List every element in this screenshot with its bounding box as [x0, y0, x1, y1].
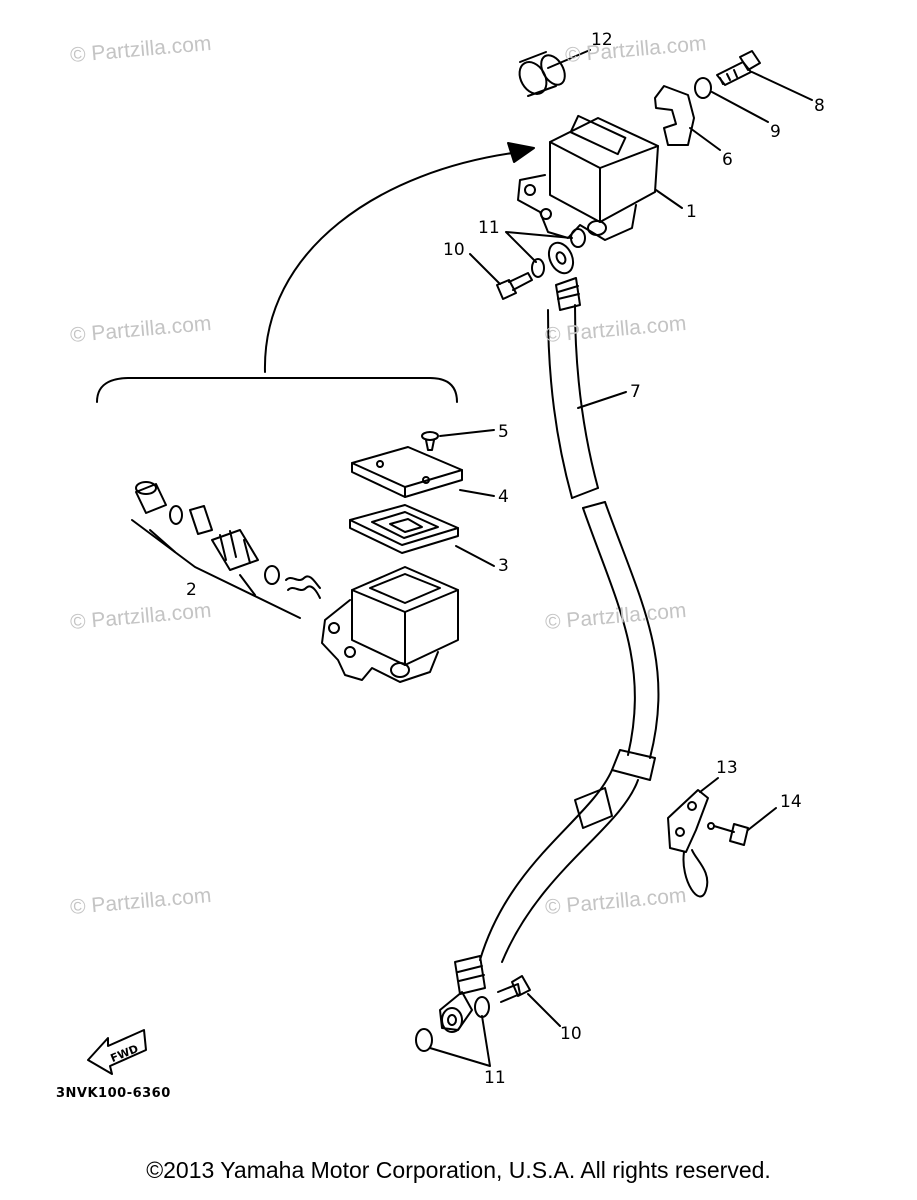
- banjo-bolt-lower-part-10: [497, 975, 531, 1003]
- callout-14: 14: [780, 792, 802, 812]
- callout-1: 1: [686, 202, 697, 222]
- exploded-view-arrowhead: [507, 142, 535, 163]
- copyright-notice: ©2013 Yamaha Motor Corporation, U.S.A. A…: [146, 1157, 771, 1183]
- banjo-fitting-upper: [547, 241, 575, 275]
- piston-kit-part-2: [131, 481, 321, 619]
- callout-11-upper: 11: [478, 218, 500, 238]
- washer-upper-b-part-11: [570, 228, 586, 248]
- fwd-arrow-icon: [87, 1029, 147, 1075]
- callout-5: 5: [498, 422, 509, 442]
- bolt-part-8: [716, 50, 761, 86]
- exploded-view-bracket: [96, 377, 458, 403]
- callout-8: 8: [814, 96, 825, 116]
- washer-part-9: [694, 77, 712, 99]
- leader-11a: [505, 231, 573, 263]
- leader-9: [711, 91, 769, 123]
- leader-4: [459, 489, 495, 497]
- banjo-bolt-upper-part-10: [496, 272, 533, 300]
- washer-lower-a-part-11: [415, 1028, 433, 1052]
- holder-part-6: [654, 85, 695, 146]
- callout-11-lower: 11: [484, 1068, 506, 1088]
- callout-13: 13: [716, 758, 738, 778]
- screw-part-5: [421, 431, 439, 451]
- hose-guide-part-13: [667, 789, 709, 898]
- callout-2: 2: [186, 580, 197, 600]
- leader-10b: [527, 993, 561, 1027]
- callout-10-upper: 10: [443, 240, 465, 260]
- master-cylinder-part-1: [517, 114, 659, 241]
- leader-13: [699, 777, 719, 793]
- washer-lower-b-part-11: [474, 996, 490, 1018]
- callout-3: 3: [498, 556, 509, 576]
- exploded-view-arrow: [263, 151, 521, 373]
- brake-hose-part-7: [454, 277, 660, 995]
- leader-6: [689, 127, 721, 151]
- leader-5: [439, 429, 495, 437]
- diagram-code: 3NVK100-6360: [56, 1086, 171, 1101]
- leader-14: [747, 807, 777, 831]
- diaphragm-part-3: [349, 504, 459, 554]
- bolt-part-14: [707, 822, 749, 846]
- callout-10-lower: 10: [560, 1024, 582, 1044]
- leader-3: [455, 545, 495, 567]
- leader-7: [577, 391, 627, 409]
- reservoir-cap-part-4: [351, 446, 463, 498]
- master-cylinder-body: [321, 566, 459, 683]
- leader-12: [547, 49, 591, 69]
- leader-8: [751, 71, 813, 101]
- callout-12: 12: [591, 30, 613, 50]
- washer-upper-a-part-11: [531, 258, 545, 278]
- banjo-fitting-lower: [439, 991, 473, 1033]
- callout-9: 9: [770, 122, 781, 142]
- cap-part-12: [518, 51, 566, 97]
- leader-1: [655, 189, 683, 209]
- callout-6: 6: [722, 150, 733, 170]
- callout-4: 4: [498, 487, 509, 507]
- leader-11b: [429, 1015, 491, 1067]
- callout-7: 7: [630, 382, 641, 402]
- leader-10a: [469, 253, 501, 285]
